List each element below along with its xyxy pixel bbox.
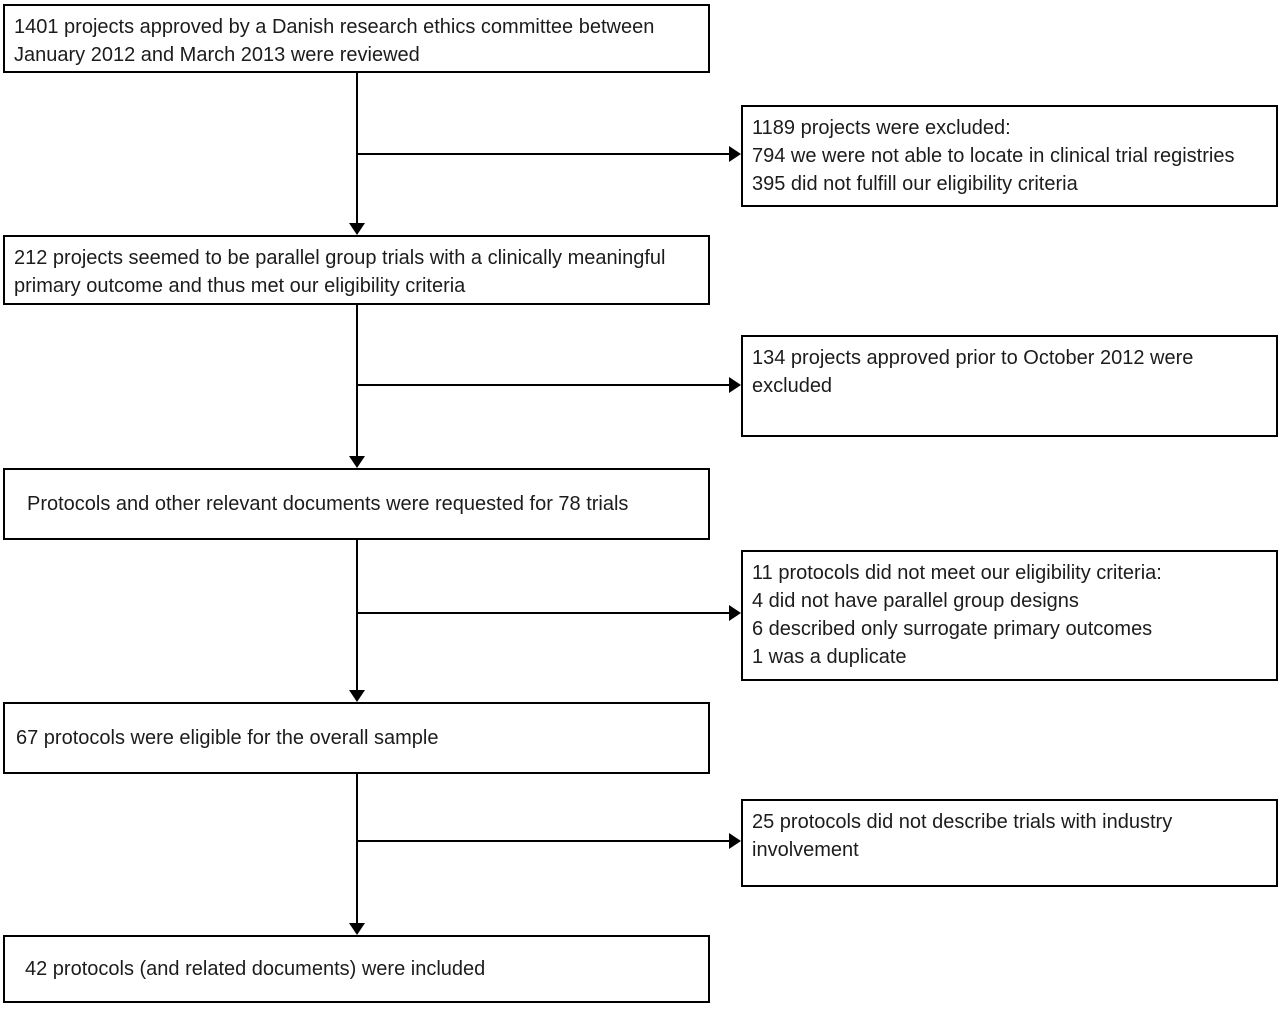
branch-line-1 — [357, 153, 729, 155]
down-arrowhead-icon — [349, 456, 365, 468]
branch-line-3 — [357, 612, 729, 614]
flow-box-excluded-134: 134 projects approved prior to October 2… — [741, 335, 1278, 437]
flow-box-excluded-11-protocols: 11 protocols did not meet our eligibilit… — [741, 550, 1278, 681]
flow-box-excluded-1189: 1189 projects were excluded: 794 we were… — [741, 105, 1278, 207]
right-arrowhead-icon — [729, 146, 741, 162]
exclusion-line: 395 did not fulfill our eligibility crit… — [752, 173, 1078, 195]
flow-box-excluded-25-protocols: 25 protocols did not describe trials wit… — [741, 799, 1278, 887]
exclusion-line: 1 was a duplicate — [752, 646, 907, 668]
flow-box-eligible-protocols: 67 protocols were eligible for the overa… — [3, 702, 710, 774]
flow-box-reviewed-projects: 1401 projects approved by a Danish resea… — [3, 4, 710, 73]
down-arrowhead-icon — [349, 923, 365, 935]
branch-line-4 — [357, 840, 729, 842]
flow-box-protocols-requested: Protocols and other relevant documents w… — [3, 468, 710, 540]
connector-line-3 — [356, 540, 358, 690]
connector-line-4 — [356, 774, 358, 923]
exclusion-line: 134 projects approved prior to October 2… — [752, 347, 1194, 397]
exclusion-line: 25 protocols did not describe trials wit… — [752, 811, 1173, 861]
down-arrowhead-icon — [349, 223, 365, 235]
flow-box-parallel-group-trials: 212 projects seemed to be parallel group… — [3, 235, 710, 305]
down-arrowhead-icon — [349, 690, 365, 702]
flow-box-included-protocols: 42 protocols (and related documents) wer… — [3, 935, 710, 1003]
branch-line-2 — [357, 384, 729, 386]
right-arrowhead-icon — [729, 833, 741, 849]
exclusion-line: 1189 projects were excluded: — [752, 117, 1011, 139]
right-arrowhead-icon — [729, 377, 741, 393]
exclusion-line: 4 did not have parallel group designs — [752, 590, 1079, 612]
exclusion-line: 11 protocols did not meet our eligibilit… — [752, 562, 1162, 584]
connector-line-2 — [356, 305, 358, 456]
exclusion-line: 794 we were not able to locate in clinic… — [752, 145, 1235, 167]
exclusion-line: 6 described only surrogate primary outco… — [752, 618, 1153, 640]
connector-line-1 — [356, 73, 358, 223]
right-arrowhead-icon — [729, 605, 741, 621]
